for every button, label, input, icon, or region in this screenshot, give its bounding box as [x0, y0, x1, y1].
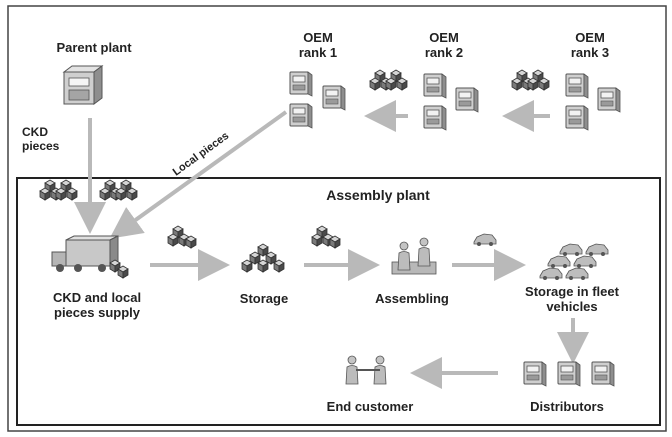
cabinet-icon [557, 361, 581, 387]
truck-icon [51, 235, 129, 279]
storage-label: Storage [240, 291, 288, 306]
assembly-plant-title: Assembly plant [326, 187, 430, 203]
oem-rank2-label-1: OEM [429, 30, 459, 45]
machine-icon [565, 105, 589, 131]
boxes-icon [312, 226, 341, 249]
oem-rank3-label-2: rank 3 [571, 45, 609, 60]
factory-icon [62, 65, 104, 105]
oem-rank1-label-2: rank 1 [299, 45, 337, 60]
machine-icon [322, 85, 346, 111]
cars-icon [539, 243, 609, 281]
supply-label-2: pieces supply [54, 305, 141, 320]
workers-icon [391, 237, 437, 275]
boxes-icon [168, 226, 197, 249]
boxes-icon [370, 70, 407, 90]
machine-icon [565, 73, 589, 99]
distributors-icons [523, 361, 615, 387]
boxes-icon [40, 180, 77, 200]
assembling-label: Assembling [375, 291, 449, 306]
machine-icon [455, 87, 479, 113]
oem-rank3-label-1: OEM [575, 30, 605, 45]
oem-rank3-machines [565, 73, 621, 131]
oem-rank2-machines [423, 73, 479, 131]
fleet-label-1: Storage in fleet [525, 284, 620, 299]
ckd-pieces-label-1: CKD [22, 125, 48, 139]
parent-plant-label: Parent plant [56, 40, 132, 55]
machine-icon [289, 103, 313, 129]
outer-frame [7, 5, 667, 432]
oem-rank1-machines [289, 71, 346, 129]
oem-rank2-label-2: rank 2 [425, 45, 463, 60]
machine-icon [597, 87, 621, 113]
handshake-icon [345, 355, 387, 385]
supply-label-1: CKD and local [53, 290, 141, 305]
oem-rank1-label-1: OEM [303, 30, 333, 45]
cabinet-icon [523, 361, 547, 387]
pallet-stack-icon [241, 243, 285, 273]
boxes-icon [512, 70, 549, 90]
distributors-label: Distributors [530, 399, 604, 414]
machine-icon [423, 105, 447, 131]
cabinet-icon [591, 361, 615, 387]
machine-icon [289, 71, 313, 97]
fleet-label-2: vehicles [546, 299, 597, 314]
end-customer-label: End customer [327, 399, 414, 414]
arrow-local-pieces [109, 110, 288, 239]
boxes-icon [100, 180, 137, 200]
assembly-plant-frame [16, 177, 661, 426]
machine-icon [423, 73, 447, 99]
car-icon [473, 233, 497, 247]
ckd-pieces-label-2: pieces [22, 139, 60, 153]
